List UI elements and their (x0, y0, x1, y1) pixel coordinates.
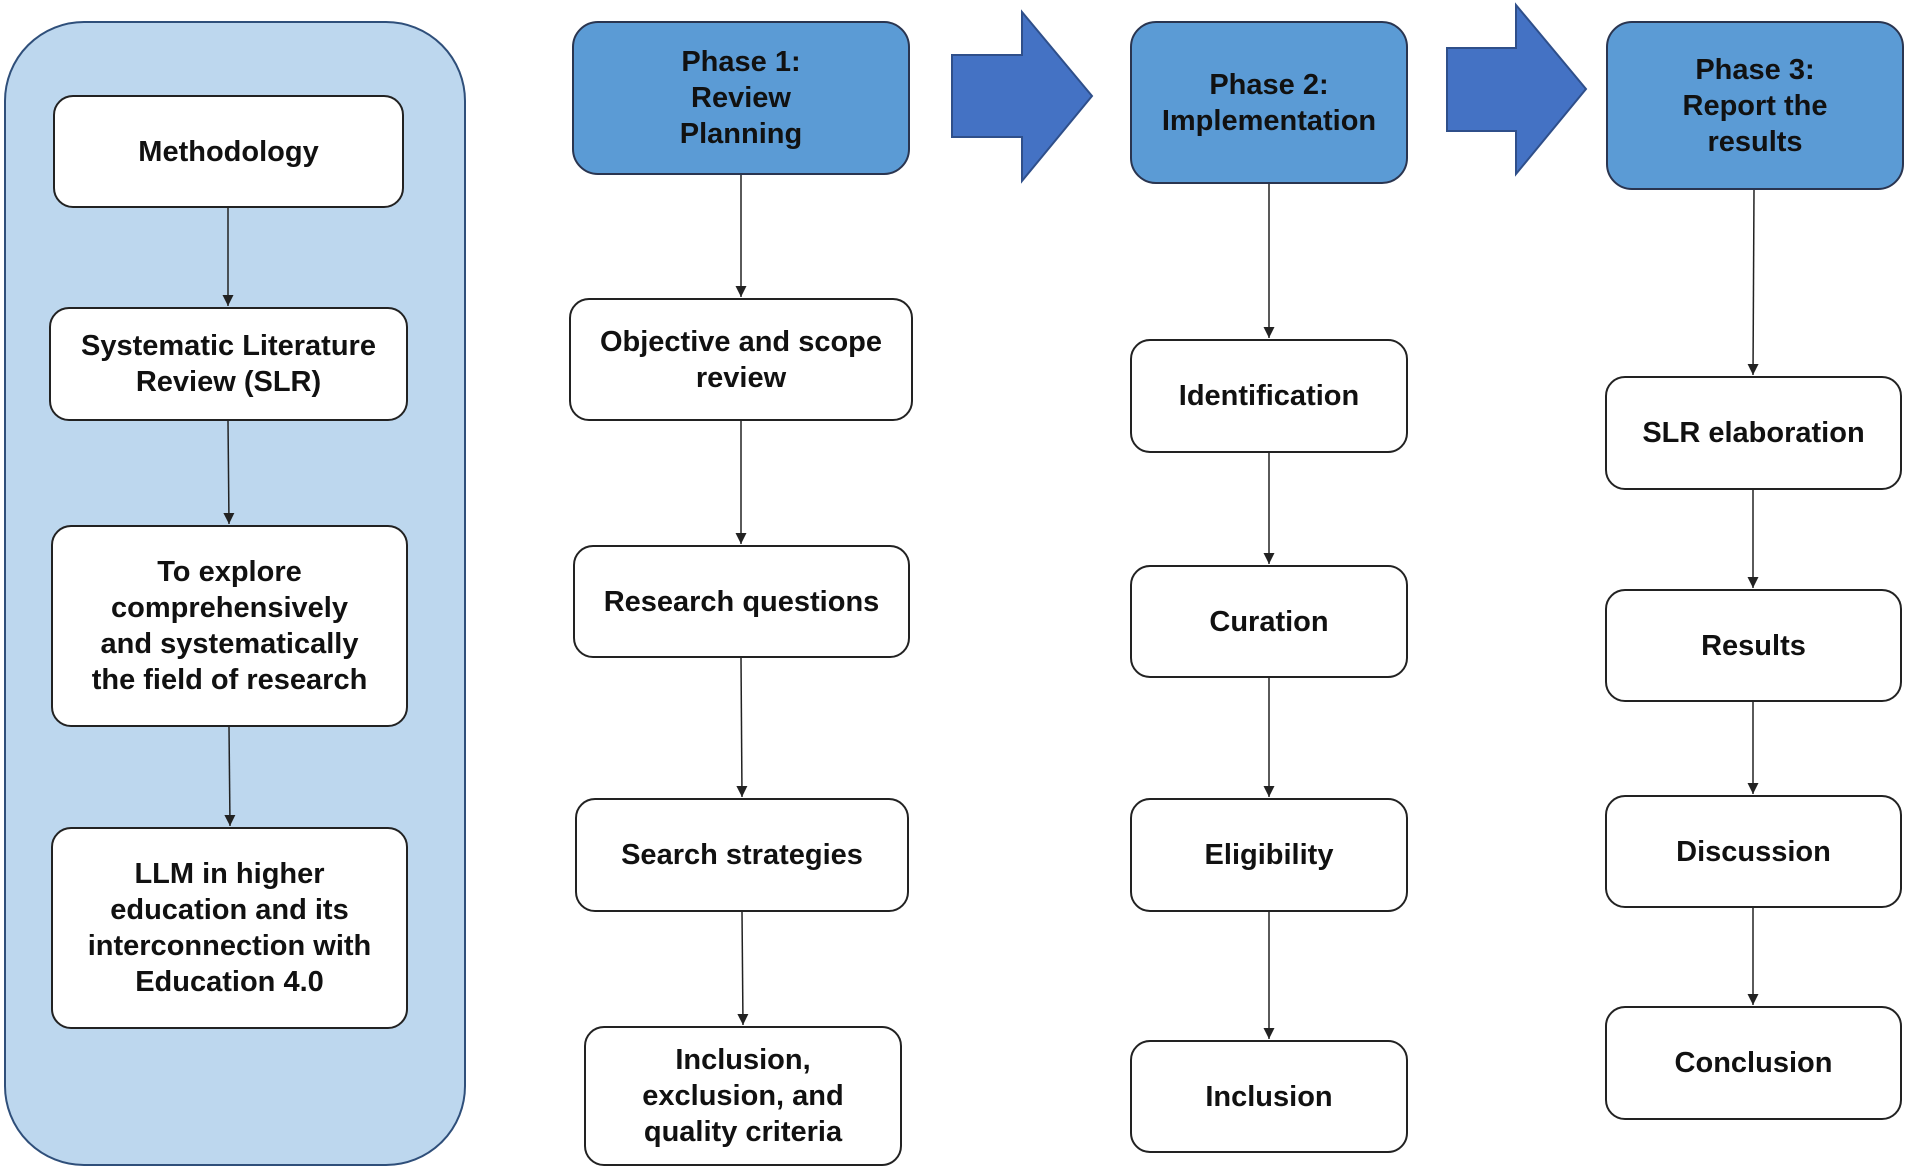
phase3-step-discussion: Discussion (1605, 795, 1902, 908)
phase1-step-objective: Objective and scope review (569, 298, 913, 421)
phase3-step-conclusion: Conclusion (1605, 1006, 1902, 1120)
phase2-header: Phase 2: Implementation (1130, 21, 1408, 184)
phase2-step-eligibility: Eligibility (1130, 798, 1408, 912)
slr-box: Systematic Literature Review (SLR) (49, 307, 408, 421)
phase1-step-search-strategies: Search strategies (575, 798, 909, 912)
phase1-step-research-questions: Research questions (573, 545, 910, 658)
phase1-to-phase2-arrow (951, 9, 1094, 184)
connector-arrow (224, 726, 236, 827)
connector-arrow (737, 911, 749, 1026)
phase1-step-criteria: Inclusion, exclusion, and quality criter… (584, 1026, 902, 1166)
phase2-step-curation: Curation (1130, 565, 1408, 678)
phase3-step-slr-elaboration: SLR elaboration (1605, 376, 1902, 490)
explore-field-box: To explore comprehensively and systemati… (51, 525, 408, 727)
connector-arrow (223, 420, 235, 525)
connector-arrow (736, 657, 748, 798)
phase1-header: Phase 1: Review Planning (572, 21, 910, 175)
phase3-header: Phase 3: Report the results (1606, 21, 1904, 190)
phase3-step-results: Results (1605, 589, 1902, 702)
methodology-box: Methodology (53, 95, 404, 208)
phase2-to-phase3-arrow (1446, 2, 1588, 177)
phase2-step-identification: Identification (1130, 339, 1408, 453)
phase2-step-inclusion: Inclusion (1130, 1040, 1408, 1153)
llm-education-box: LLM in higher education and its intercon… (51, 827, 408, 1029)
connector-arrow (1747, 189, 1759, 376)
